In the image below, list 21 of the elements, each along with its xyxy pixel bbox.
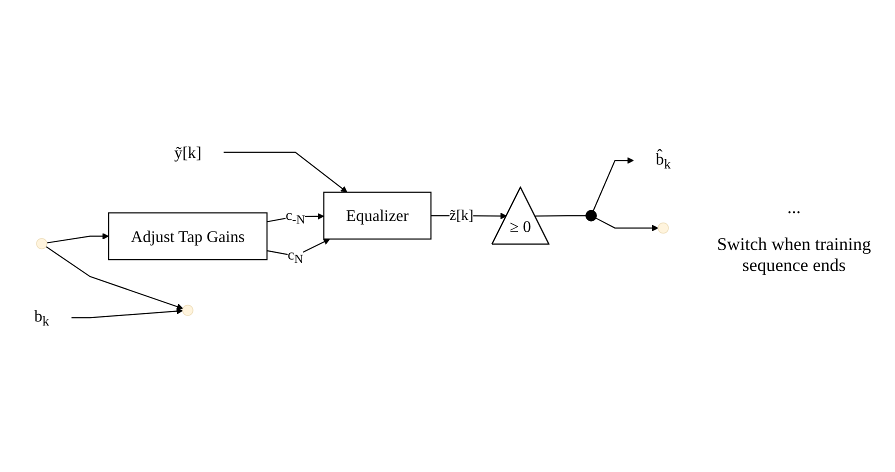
connector [534, 215, 586, 217]
edge-label: z̃[k] [450, 208, 474, 224]
node-circle [36, 238, 48, 250]
node-box: Adjust Tap Gains [108, 212, 268, 260]
arrow [72, 308, 183, 318]
note-text: Switch when training sequence ends [716, 234, 872, 276]
node-text: b$_{k}$ [34, 306, 50, 329]
arrow [46, 246, 184, 310]
node-text: ỹ[k] [174, 143, 202, 162]
node-text: b̂$_{k}$ [656, 149, 671, 172]
node-circle [182, 304, 194, 316]
edge-label: c$_{N}$ [288, 246, 304, 266]
arrow [430, 212, 507, 220]
arrow [224, 152, 348, 193]
note-text: ... [786, 196, 802, 218]
node-box: Equalizer [323, 192, 432, 240]
node-circle [658, 222, 669, 234]
arrow [46, 233, 109, 244]
arrow [592, 157, 634, 212]
arrow [596, 218, 658, 232]
edge-label: c$_{-N}$ [286, 207, 306, 227]
